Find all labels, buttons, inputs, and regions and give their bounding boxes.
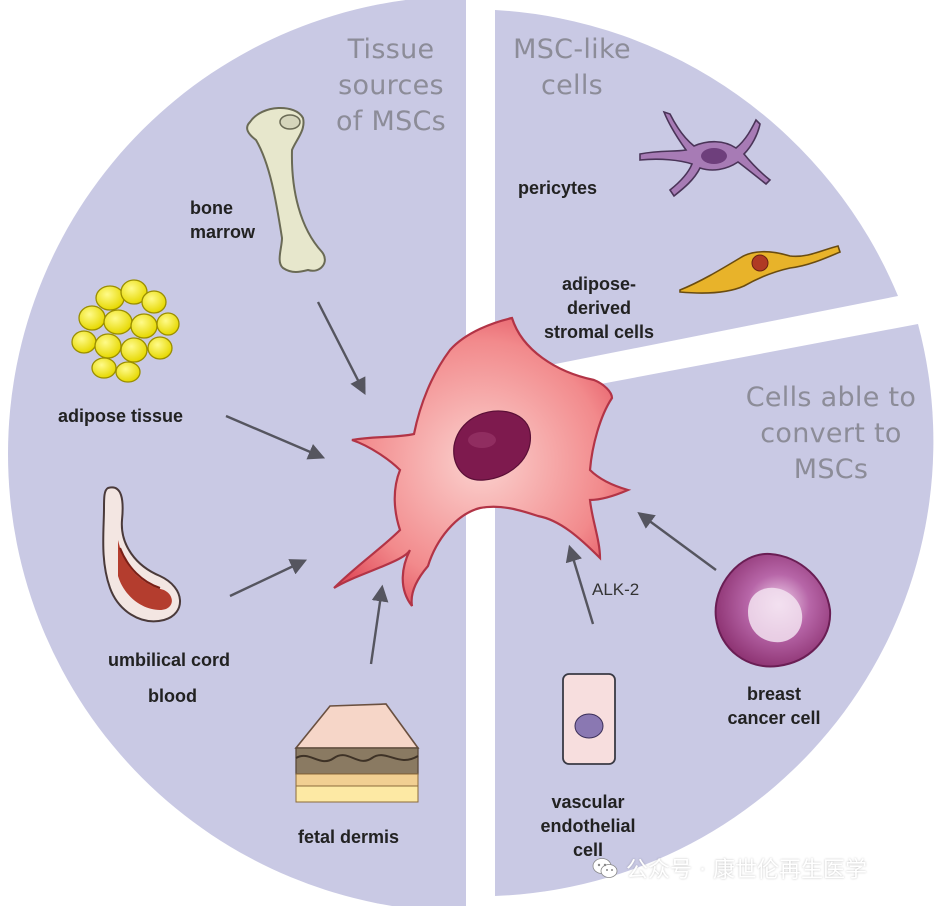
fetal-dermis-icon — [294, 703, 420, 803]
adipose-tissue-label: adipose tissue — [58, 406, 184, 426]
umbilical-cord-blood-label: umbilical cord blood — [108, 650, 231, 706]
stromal-cells-label: adipose- derived stromal cells — [543, 274, 655, 342]
stromal-cell-icon — [679, 245, 841, 294]
umbilical-cord-icon — [102, 486, 181, 623]
endothelial-cell-icon — [562, 673, 616, 765]
breast-cancer-cell-icon — [714, 552, 832, 668]
watermark-text: 公众号 · 康世伦再生医学 — [626, 858, 867, 883]
arrow-endothelial — [565, 544, 595, 625]
arrow-bone-marrow — [316, 301, 366, 395]
arrow-breast-cancer — [637, 512, 717, 571]
bone-marrow-label: bone marrow — [190, 198, 256, 242]
sector-tissue-sources — [8, 0, 466, 906]
adipose-tissue-icon — [71, 279, 180, 383]
convertible-title: Cells able to convert to MSCs — [745, 382, 917, 485]
arrow-fetal-dermis — [369, 584, 389, 665]
endothelial-cell-label: vascular endothelial cell — [540, 792, 636, 860]
tissue-sources-title: Tissue sources of MSCs — [335, 34, 447, 137]
breast-cancer-cell-label: breast cancer cell — [727, 684, 821, 728]
alk2-label: ALK-2 — [592, 580, 640, 599]
msc-like-title: MSC-like cells — [513, 34, 631, 101]
watermark: 公众号 · 康世伦再生医学 — [592, 852, 867, 884]
pericyte-icon — [639, 110, 772, 198]
fetal-dermis-label: fetal dermis — [298, 827, 400, 847]
msc-cell-icon — [333, 316, 632, 607]
pericytes-label: pericytes — [518, 178, 598, 198]
arrow-umbilical-cord — [229, 559, 308, 598]
bone-icon — [246, 106, 326, 273]
sector-msc-like — [495, 10, 898, 376]
arrow-adipose-tissue — [225, 414, 326, 460]
wechat-icon — [592, 857, 618, 879]
